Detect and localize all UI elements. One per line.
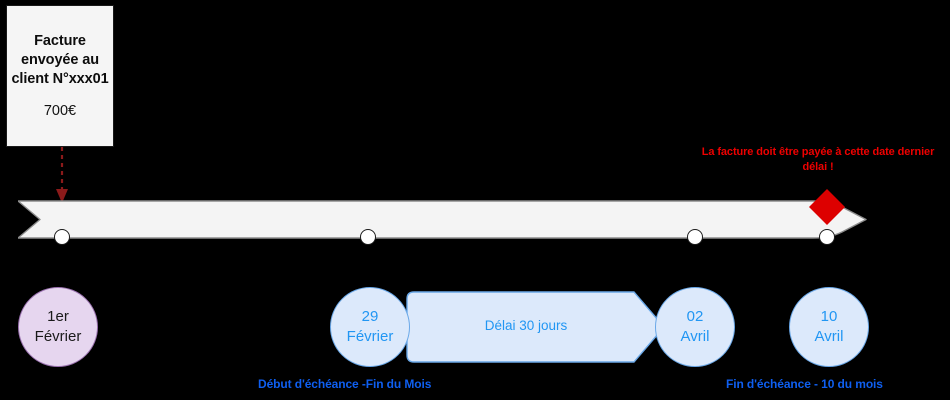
- red-diamond-icon: [809, 189, 845, 225]
- date-day: 1er: [47, 308, 69, 325]
- delay-ribbon-label: Délai 30 jours: [484, 318, 568, 333]
- date-day: 02: [686, 308, 704, 325]
- date-month: Février: [346, 328, 394, 345]
- dashed-down-arrow-icon: [56, 147, 68, 203]
- milestone-dot-02-avril: [687, 229, 703, 245]
- date-month: Février: [34, 328, 82, 345]
- deadline-note: La facture doit être payée à cette date …: [701, 146, 935, 173]
- date-circle-10-avril: 10 Avril: [789, 287, 869, 367]
- invoice-amount: 700€: [43, 103, 77, 119]
- milestone-dot-29-fevrier: [360, 229, 376, 245]
- date-month: Avril: [680, 328, 710, 345]
- milestone-dot-1er-fevrier: [54, 229, 70, 245]
- date-circle-29-fevrier: 29 Février: [330, 287, 410, 367]
- caption-start-echeance: Début d'échéance -Fin du Mois: [258, 377, 432, 391]
- milestone-dot-10-avril: [819, 229, 835, 245]
- date-day: 29: [361, 308, 379, 325]
- date-circle-1er-fevrier: 1er Février: [18, 287, 98, 367]
- caption-end-echeance: Fin d'échéance - 10 du mois: [726, 377, 883, 391]
- date-month: Avril: [814, 328, 844, 345]
- invoice-box: Facture envoyée au client N°xxx01 700€: [6, 5, 114, 147]
- delay-ribbon: [406, 291, 665, 363]
- timeline-bar: [18, 200, 867, 239]
- date-day: 10: [820, 308, 838, 325]
- invoice-title: Facture envoyée au client N°xxx01: [11, 33, 109, 87]
- date-circle-02-avril: 02 Avril: [655, 287, 735, 367]
